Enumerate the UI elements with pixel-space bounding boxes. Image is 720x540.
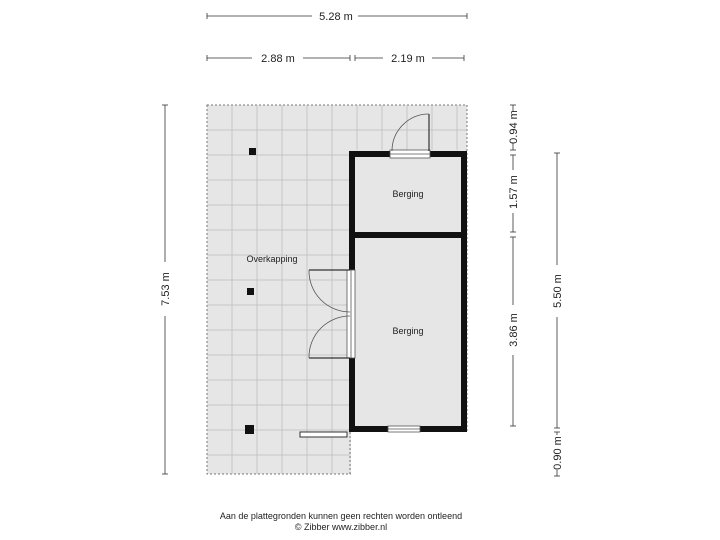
post-bottom [245, 425, 254, 434]
post-middle [247, 288, 254, 295]
dimension-top-right: 2.19 m [391, 53, 425, 65]
dimension-lines [162, 13, 560, 477]
room-label-berging-bottom: Berging [392, 326, 423, 336]
dimension-right-top: 0.94 m [508, 110, 520, 144]
dimension-left-total: 7.53 m [160, 272, 172, 306]
footer-copyright: © Zibber www.zibber.nl [294, 522, 388, 532]
room-label-berging-top: Berging [392, 189, 423, 199]
dimension-right-far-bottom: 0.90 m [552, 436, 564, 470]
dimension-top-total: 5.28 m [319, 11, 353, 23]
dimension-right-far-total: 5.50 m [552, 274, 564, 308]
dimension-right-low: 3.86 m [508, 313, 520, 347]
post-top [249, 148, 256, 155]
dimension-right-mid: 1.57 m [508, 175, 520, 209]
storage-building [349, 151, 467, 432]
bottom-window [387, 425, 421, 433]
top-door [389, 113, 431, 159]
bottom-slide-element [299, 431, 348, 438]
side-double-door [308, 269, 356, 359]
dimension-top-left: 2.88 m [261, 53, 295, 65]
footer-disclaimer: Aan de plattegronden kunnen geen rechten… [219, 511, 463, 521]
room-label-overkapping: Overkapping [246, 254, 297, 264]
